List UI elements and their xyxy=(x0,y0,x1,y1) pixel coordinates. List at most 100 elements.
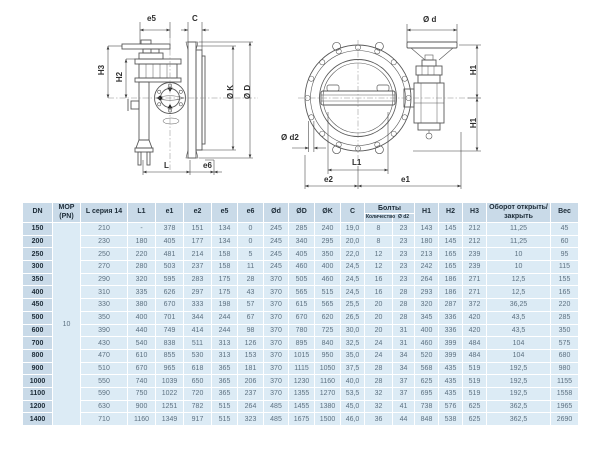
table-cell: 95 xyxy=(550,247,579,262)
table-cell: 192,5 xyxy=(486,361,551,376)
table-cell: 250 xyxy=(80,247,128,262)
table-cell: 44 xyxy=(392,412,415,426)
table-cell: 31 xyxy=(392,323,415,338)
table-cell: 165 xyxy=(438,260,463,274)
table-cell: 41 xyxy=(392,399,415,414)
table-cell: 725 xyxy=(314,323,341,338)
table-cell: 370 xyxy=(263,272,289,287)
table-cell: 485 xyxy=(263,412,289,426)
table-cell: 37 xyxy=(392,386,415,401)
table-cell: 370 xyxy=(263,374,289,388)
table-cell: 750 xyxy=(127,386,156,401)
table-cell: 40,0 xyxy=(340,374,365,388)
table-cell: 345 xyxy=(414,310,439,325)
table-cell: 8 xyxy=(364,222,393,236)
col-header-h2: H2 xyxy=(438,202,463,223)
table-cell: 782 xyxy=(183,399,212,414)
table-cell: 104 xyxy=(486,336,551,350)
table-cell: 695 xyxy=(414,386,439,401)
table-cell: 370 xyxy=(263,361,289,376)
table-cell: 43 xyxy=(237,285,264,300)
valve-drawings: e5 C H3 H2 Ø K Ø D L e6 Ø d H1 H1 Ø d2 L… xyxy=(0,0,600,200)
table-cell: 145 xyxy=(438,222,463,236)
mop-cell: 10 xyxy=(52,222,81,426)
table-cell: 32 xyxy=(364,399,393,414)
table-cell: 206 xyxy=(237,374,264,388)
table-cell: 165 xyxy=(550,285,579,300)
table-cell: 5 xyxy=(237,247,264,262)
table-cell: 625 xyxy=(462,399,487,414)
table-cell: 595 xyxy=(155,272,184,287)
table-cell: 271 xyxy=(462,272,487,287)
table-cell: 34 xyxy=(392,348,415,363)
dim-label-h1-bottom: H1 xyxy=(469,117,479,129)
front-view-centerlines xyxy=(298,40,470,162)
table-cell: 510 xyxy=(80,361,128,376)
table-cell: 16 xyxy=(364,285,393,300)
dn-cell: 900 xyxy=(22,361,53,376)
table-cell: 400 xyxy=(127,310,156,325)
table-cell: 290 xyxy=(80,272,128,287)
table-cell: 230 xyxy=(80,234,128,249)
table-cell: 350 xyxy=(80,310,128,325)
table-cell: 400 xyxy=(314,260,341,274)
table-cell: 710 xyxy=(80,412,128,426)
col-header-e6: e6 xyxy=(237,202,264,223)
table-cell: 244 xyxy=(211,323,238,338)
table-cell: 370 xyxy=(263,323,289,338)
table-cell: 20 xyxy=(364,310,393,325)
table-cell: 285 xyxy=(550,310,579,325)
table-cell: 23 xyxy=(392,234,415,249)
table-cell: 16 xyxy=(364,272,393,287)
table-cell: 1500 xyxy=(314,412,341,426)
table-cell: 46,0 xyxy=(340,412,365,426)
table-cell: 36,25 xyxy=(486,298,551,312)
table-cell: 435 xyxy=(438,374,463,388)
table-cell: 186 xyxy=(438,272,463,287)
table-cell: 212 xyxy=(462,222,487,236)
table-cell: 838 xyxy=(155,336,184,350)
table-cell: 625 xyxy=(414,374,439,388)
table-cell: 435 xyxy=(438,361,463,376)
table-cell: 214 xyxy=(183,247,212,262)
dim-label-h2: H2 xyxy=(115,71,125,83)
table-cell: 43,5 xyxy=(486,310,551,325)
table-cell: 37,5 xyxy=(340,361,365,376)
table-cell: 22,0 xyxy=(340,247,365,262)
side-view-dimensions xyxy=(106,22,253,175)
col-header-c: C xyxy=(340,202,365,223)
table-cell: 1270 xyxy=(314,386,341,401)
table-cell: 213 xyxy=(414,247,439,262)
dim-label-e6: e6 xyxy=(203,161,212,170)
table-cell: 380 xyxy=(127,298,156,312)
table-cell: 237 xyxy=(237,386,264,401)
table-cell: 155 xyxy=(550,272,579,287)
table-cell: 370 xyxy=(263,285,289,300)
table-cell: 10 xyxy=(486,260,551,274)
table-cell: 242 xyxy=(414,260,439,274)
table-cell: 405 xyxy=(155,234,184,249)
dim-label-dd-front: Ø d xyxy=(423,15,437,24)
table-cell: 271 xyxy=(462,285,487,300)
table-cell: 484 xyxy=(462,336,487,350)
table-cell: 115 xyxy=(550,260,579,274)
table-cell: 11,25 xyxy=(486,222,551,236)
table-cell: 35,0 xyxy=(340,348,365,363)
table-cell: 1155 xyxy=(550,374,579,388)
table-cell: 26,5 xyxy=(340,310,365,325)
table-cell: 143 xyxy=(414,222,439,236)
table-cell: 370 xyxy=(263,310,289,325)
table-cell: 25,5 xyxy=(340,298,365,312)
table-cell: 245 xyxy=(263,260,289,274)
table-cell: 1015 xyxy=(288,348,315,363)
table-cell: 11,25 xyxy=(486,234,551,249)
table-cell: 11 xyxy=(237,260,264,274)
